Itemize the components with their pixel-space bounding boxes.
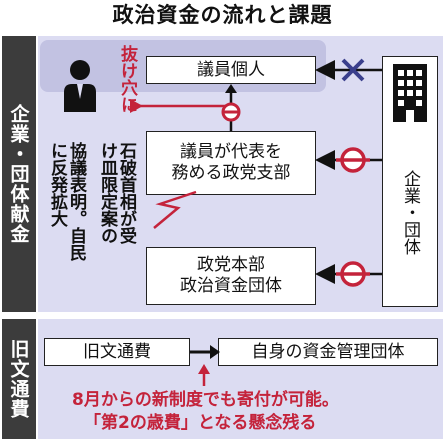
ishiba-note-col3: 協議表明。自民 [66, 142, 86, 261]
branch-to-member-arrow [221, 84, 241, 131]
note-line2: 「第2の歳費」となる懸念残る [84, 413, 317, 433]
loophole-arrow [130, 99, 228, 113]
loophole-text: 抜け穴に [117, 45, 137, 113]
party-branch-line2: 務める政党支部 [171, 163, 291, 183]
ishiba-note-col1: 石破首相が受 [116, 142, 136, 244]
cross-mark-icon [341, 58, 365, 82]
corporation-label: 企業・団体 [400, 170, 420, 255]
ishiba-note-col4: に反発拡大 [47, 142, 67, 227]
party-branch-line1: 議員が代表を [180, 142, 282, 162]
building-icon [393, 64, 427, 122]
own-fund-group-box: 自身の資金管理団体 [218, 338, 438, 366]
no-entry-icon [336, 147, 370, 287]
person-icon [64, 60, 96, 112]
own-fund-group-label: 自身の資金管理団体 [251, 341, 405, 362]
old-allowance-arrow [190, 345, 220, 359]
party-branch-box: 議員が代表を 務める政党支部 [146, 131, 316, 195]
section-label-corporate: 企業・団体献金 [2, 36, 36, 312]
old-allowance-box: 旧文通費 [44, 338, 190, 366]
old-allowance-label: 旧文通費 [83, 341, 151, 362]
page-title: 政治資金の流れと課題 [112, 3, 333, 27]
member-individual-box: 議員個人 [146, 56, 316, 84]
ishiba-pointer [153, 190, 197, 229]
member-individual-label: 議員個人 [197, 59, 265, 80]
party-hq-box: 政党本部 政治資金団体 [146, 247, 316, 305]
ishiba-note-col2: け皿限定案の [97, 142, 117, 244]
note-line1: 8月からの新制度でも寄付が可能。 [72, 390, 339, 410]
note-pointer [198, 364, 210, 386]
party-hq-line2: 政治資金団体 [180, 276, 282, 296]
party-hq-line1: 政党本部 [197, 255, 265, 275]
section-label-old-allowance: 旧文通費 [2, 319, 36, 439]
